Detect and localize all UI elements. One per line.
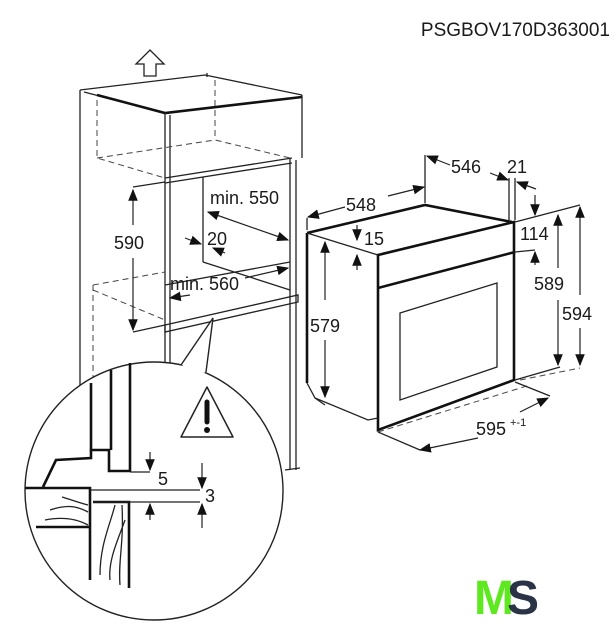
niche-width-label: min. 560 [170,274,239,294]
oven-depth-total-label: 548 [346,195,376,215]
gap-top-label: 5 [158,469,168,489]
detail-callout [24,317,285,622]
panel-height-label: 114 [520,224,549,244]
logo-s: S [507,572,539,625]
up-arrow-icon [134,49,166,77]
warning-triangle-icon [180,386,234,438]
front-thickness-label: 21 [507,157,527,177]
oven-dimensions [306,155,585,453]
side-height-label: 579 [310,316,340,336]
oven-width-label: 595 [476,419,506,439]
cabinet-drawing [79,73,303,471]
niche-dimensions [128,181,290,333]
front-height-label: 594 [562,304,592,324]
brand-logo: M S [474,572,539,625]
oven-width-tolerance: +-1 [510,417,526,429]
logo-m: M [474,572,514,625]
oven-drawing [305,203,516,432]
top-offset-label: 15 [364,229,384,249]
niche-height-label: 590 [114,233,144,253]
inner-front-height-label: 589 [534,274,564,294]
niche-depth-label: min. 550 [210,188,279,208]
gap-bottom-label: 3 [205,486,215,506]
oven-depth-body-label: 546 [451,157,481,177]
niche-gap-label: 20 [207,229,227,249]
model-code: PSGBOV170D363001 [421,20,610,41]
